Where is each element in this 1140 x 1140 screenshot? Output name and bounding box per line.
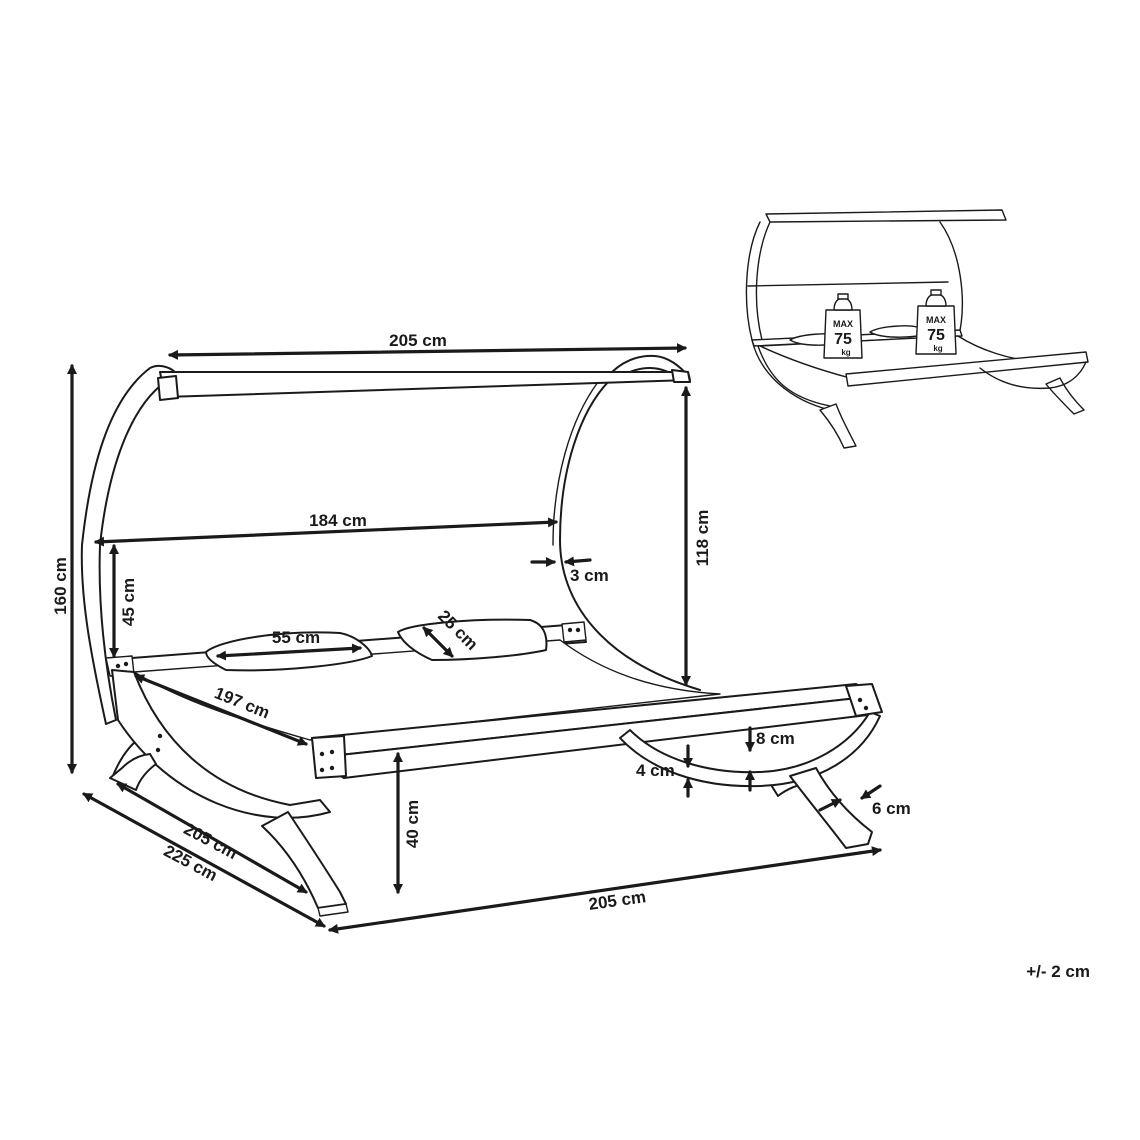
- weight-icon-left: MAX 75 kg: [823, 293, 863, 359]
- main-daybed-drawing: [80, 354, 883, 917]
- tolerance-note: +/- 2 cm: [1026, 962, 1090, 981]
- inset-pillow-right: [869, 325, 921, 338]
- label-inner-width: 184 cm: [309, 511, 367, 530]
- dim-line-depth-outer: [82, 792, 326, 928]
- label-canopy-width: 205 cm: [389, 331, 447, 350]
- canopy-fabric-curve: [559, 379, 701, 691]
- load-left-value: 75: [834, 331, 852, 348]
- dim-line-canopy-width: [168, 343, 687, 360]
- back-beam-right-cap: [561, 621, 587, 643]
- dim-line-thickness-right: [564, 556, 592, 567]
- inset-front-right-arc: [979, 361, 1087, 390]
- dim-line-leg-top: [860, 784, 882, 800]
- inset-canopy-top: [765, 209, 1007, 223]
- label-total-height: 160 cm: [51, 557, 70, 615]
- load-left-label: MAX: [833, 319, 853, 329]
- dim-line-bed-diagonal: [134, 674, 308, 746]
- dim-line-inner-width: [94, 517, 558, 547]
- dim-line-pillow-width: [216, 643, 362, 661]
- label-backrest-height: 45 cm: [119, 578, 138, 626]
- load-right-unit: kg: [933, 344, 942, 353]
- load-left-unit: kg: [841, 348, 850, 357]
- label-pillow-width: 55 cm: [272, 628, 320, 647]
- weight-icon-right: MAX 75 kg: [915, 289, 957, 355]
- label-frame-beam: 8 cm: [756, 729, 795, 748]
- load-right-label: MAX: [926, 315, 946, 325]
- dimension-lines: [67, 343, 882, 934]
- label-leg-thickness: 6 cm: [872, 799, 911, 818]
- canopy-right-end: [671, 369, 691, 383]
- canopy-left-end: [157, 375, 179, 401]
- label-thickness: 3 cm: [570, 566, 609, 585]
- canopy-left-arc: [80, 364, 176, 725]
- front-left-corner-block: [311, 735, 347, 779]
- canopy-top-bar: [159, 371, 691, 398]
- dim-line-base-width: [328, 846, 882, 934]
- inset-canopy-arc-inner: [755, 221, 771, 341]
- dim-line-pillow-depth: [422, 626, 454, 658]
- inset-front-left-leg: [819, 403, 857, 449]
- label-foot-height: 4 cm: [636, 761, 675, 780]
- inset-front-left-arc: [757, 345, 831, 407]
- inset-canopy-arc: [745, 221, 831, 411]
- inset-load-drawing: MAX 75 kg MAX 75 kg: [745, 209, 1089, 449]
- front-left-leg: [261, 811, 347, 909]
- front-right-leg: [789, 767, 873, 849]
- inset-bed-front-beam: [845, 351, 1089, 387]
- dim-line-leg-bottom: [818, 798, 842, 812]
- front-left-outer-leg: [109, 753, 157, 791]
- label-seat-height: 40 cm: [403, 800, 422, 848]
- load-right-value: 75: [927, 327, 945, 344]
- label-frame-height: 118 cm: [693, 510, 712, 567]
- inset-canopy-back-line: [747, 281, 949, 287]
- right-end-beam: [845, 683, 883, 717]
